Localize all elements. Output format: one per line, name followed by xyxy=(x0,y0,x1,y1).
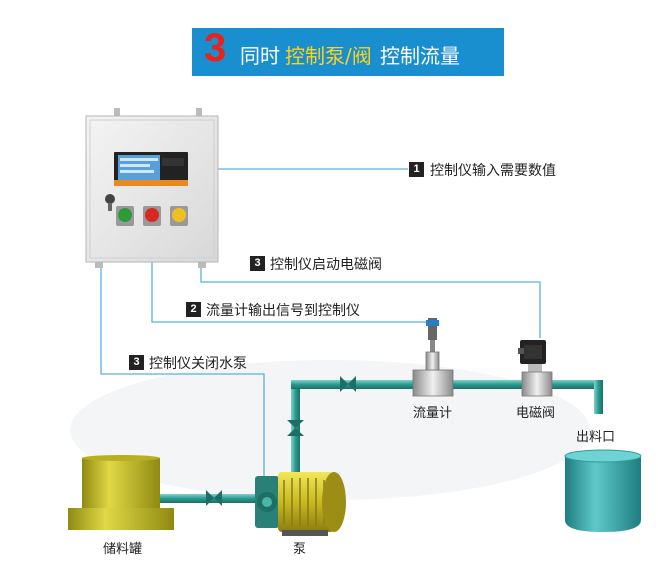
gate-valve-upper xyxy=(340,376,356,392)
step-caption-flow-signal: 流量计输出信号到控制仪 xyxy=(206,303,360,319)
label-flowmeter: 流量计 xyxy=(413,406,453,421)
key-switch xyxy=(105,194,115,211)
pipe-outlet-drop xyxy=(594,380,603,414)
title-banner: 3 同时 控制泵/阀 控制流量 xyxy=(192,26,504,76)
signal-lines xyxy=(100,168,541,480)
step-badge-3-pump: 3 xyxy=(129,355,144,370)
signal-line-valve xyxy=(200,262,541,338)
step-caption-start-valve: 控制仪启动电磁阀 xyxy=(270,257,382,273)
banner-text-flow: 控制流量 xyxy=(380,44,460,68)
label-storage-tank: 储料罐 xyxy=(103,542,143,557)
label-outlet: 出料口 xyxy=(576,430,616,445)
label-solenoid-valve: 电磁阀 xyxy=(516,406,556,421)
signal-line-pump xyxy=(100,262,265,480)
pump xyxy=(255,472,346,536)
outlet-bucket xyxy=(564,449,642,532)
step-badge-2: 2 xyxy=(186,302,201,317)
step-badge-3-valve: 3 xyxy=(250,256,265,271)
solenoid-valve xyxy=(518,340,553,397)
gate-valve-lower xyxy=(206,490,222,506)
flowmeter xyxy=(412,318,454,397)
banner-text-simultaneous: 同时 xyxy=(240,44,280,68)
step-caption-stop-pump: 控制仪关闭水泵 xyxy=(149,356,247,372)
pipe-riser xyxy=(291,386,300,496)
signal-line-flowmeter xyxy=(151,262,432,323)
control-cabinet xyxy=(85,108,219,268)
step-caption-input-value: 控制仪输入需要数值 xyxy=(430,163,556,179)
controller-display xyxy=(114,152,188,186)
banner-text-pump-valve: 控制泵/阀 xyxy=(285,44,372,68)
background-decoration xyxy=(70,360,590,500)
red-button xyxy=(143,206,161,226)
gate-valve-riser xyxy=(287,420,304,436)
green-button xyxy=(116,206,134,226)
banner-step-number: 3 xyxy=(204,26,227,70)
label-pump: 泵 xyxy=(293,542,307,557)
step-badge-1: 1 xyxy=(409,162,424,177)
storage-tank xyxy=(68,455,174,530)
yellow-button xyxy=(170,206,188,226)
